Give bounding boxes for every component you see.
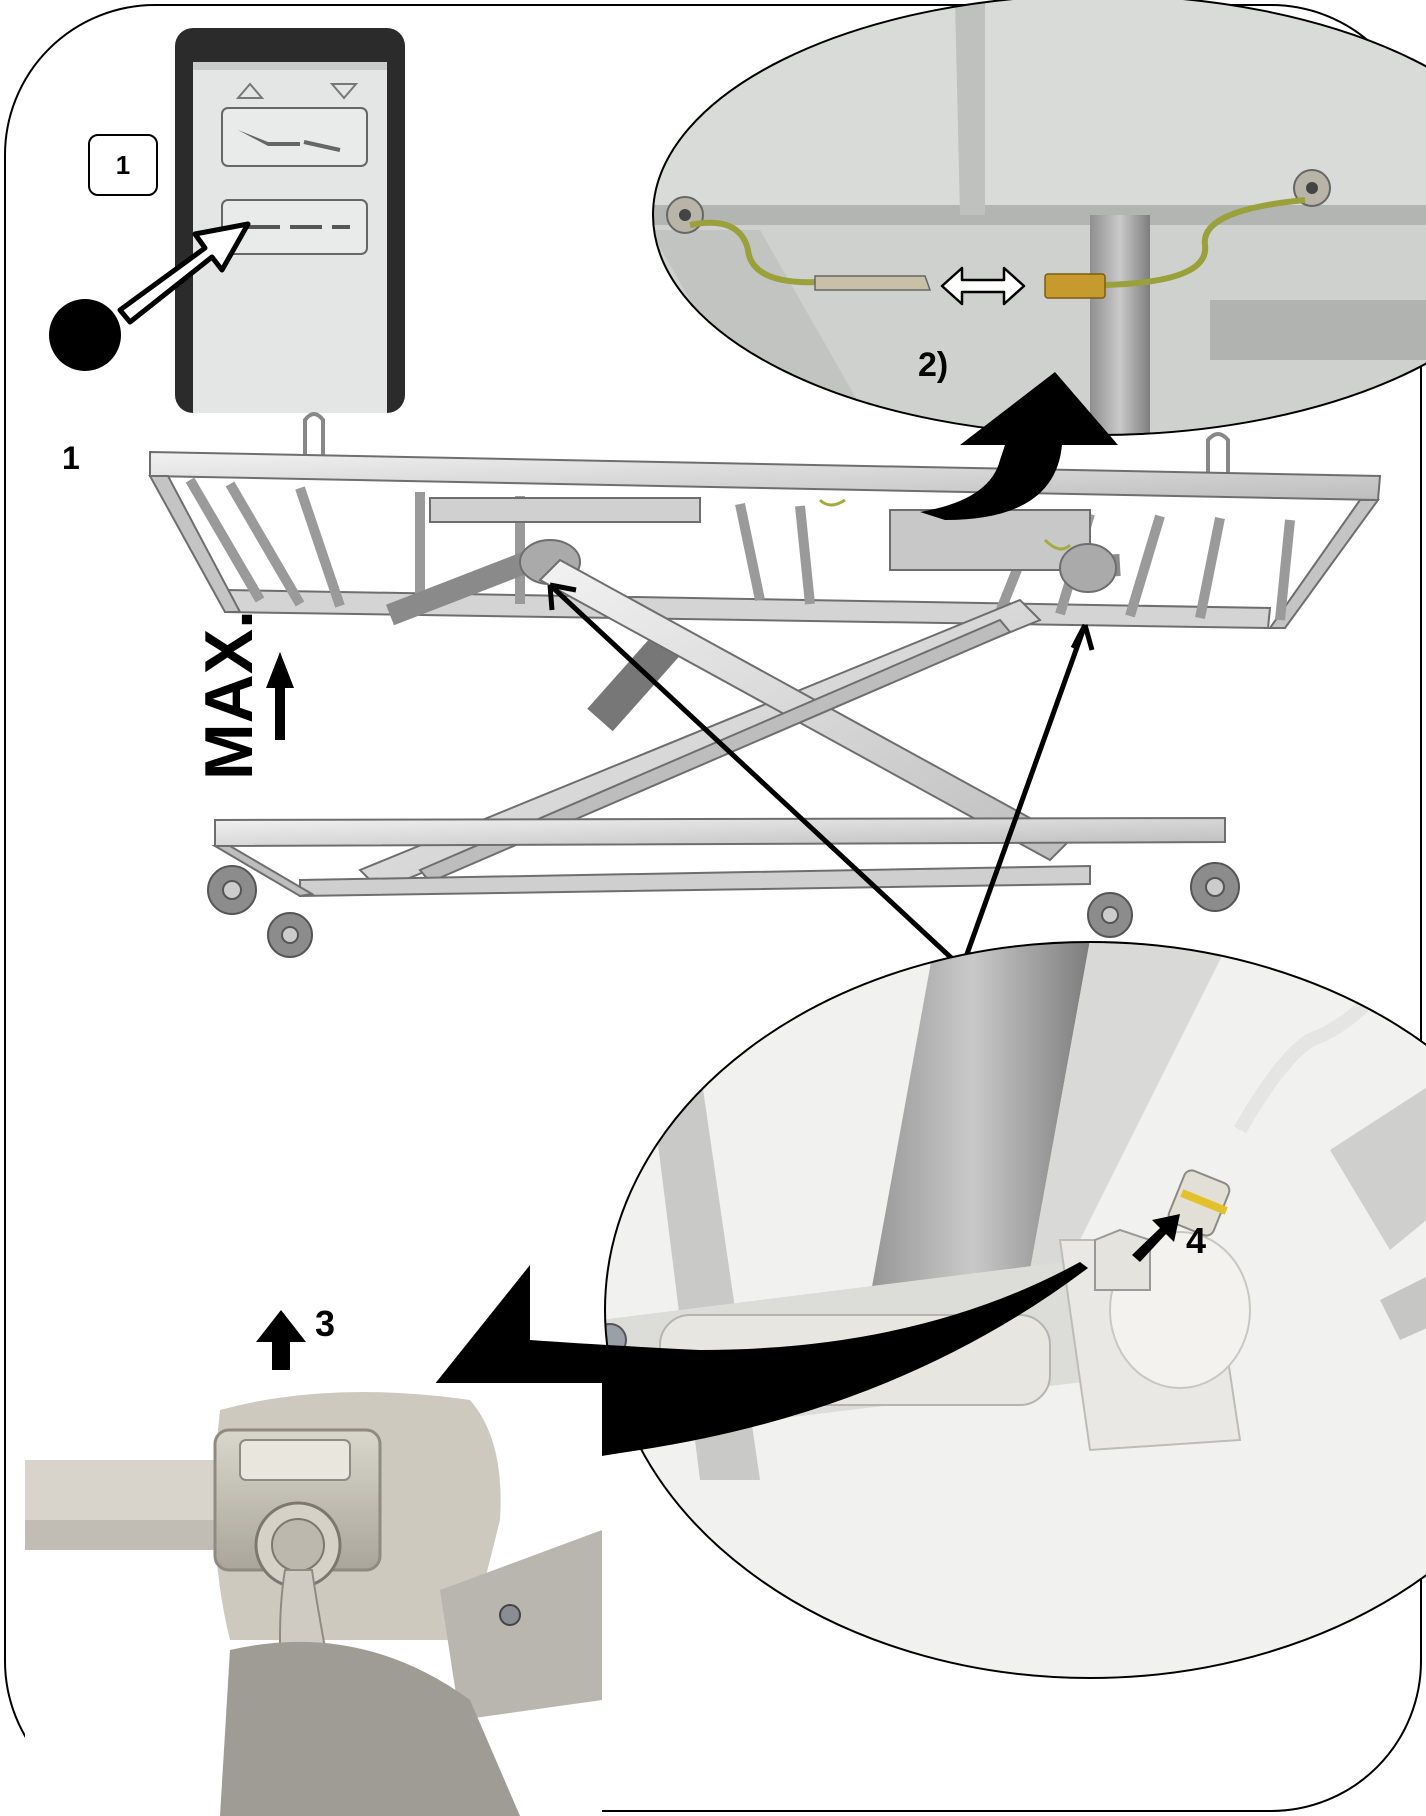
max-height-label: MAX.: [191, 610, 267, 780]
remote-control-icon: [175, 28, 405, 413]
double-arrow-icon: [940, 266, 1026, 306]
bed-step-label: 1: [62, 440, 80, 476]
clip-photo: [25, 1383, 602, 1816]
bed-frame: [148, 412, 1382, 958]
curved-arrow-icon: [430, 1262, 1088, 1545]
ground-detail-label: 2): [918, 346, 949, 384]
ground-wire-detail: [652, 0, 1426, 436]
press-arrow-icon: [49, 221, 251, 371]
up-arrow-icon: [266, 652, 294, 740]
pointer-lines: [547, 582, 1095, 969]
unplug-label: 4: [1186, 1220, 1207, 1261]
remote-step-label: 1: [115, 149, 131, 180]
curved-arrow-icon: [920, 372, 1118, 520]
lift-clip-label: 3: [315, 1303, 336, 1344]
remote-step-badge: 1: [88, 134, 158, 196]
up-arrow-icon: [256, 1310, 306, 1370]
page-border: [4, 4, 1422, 1812]
